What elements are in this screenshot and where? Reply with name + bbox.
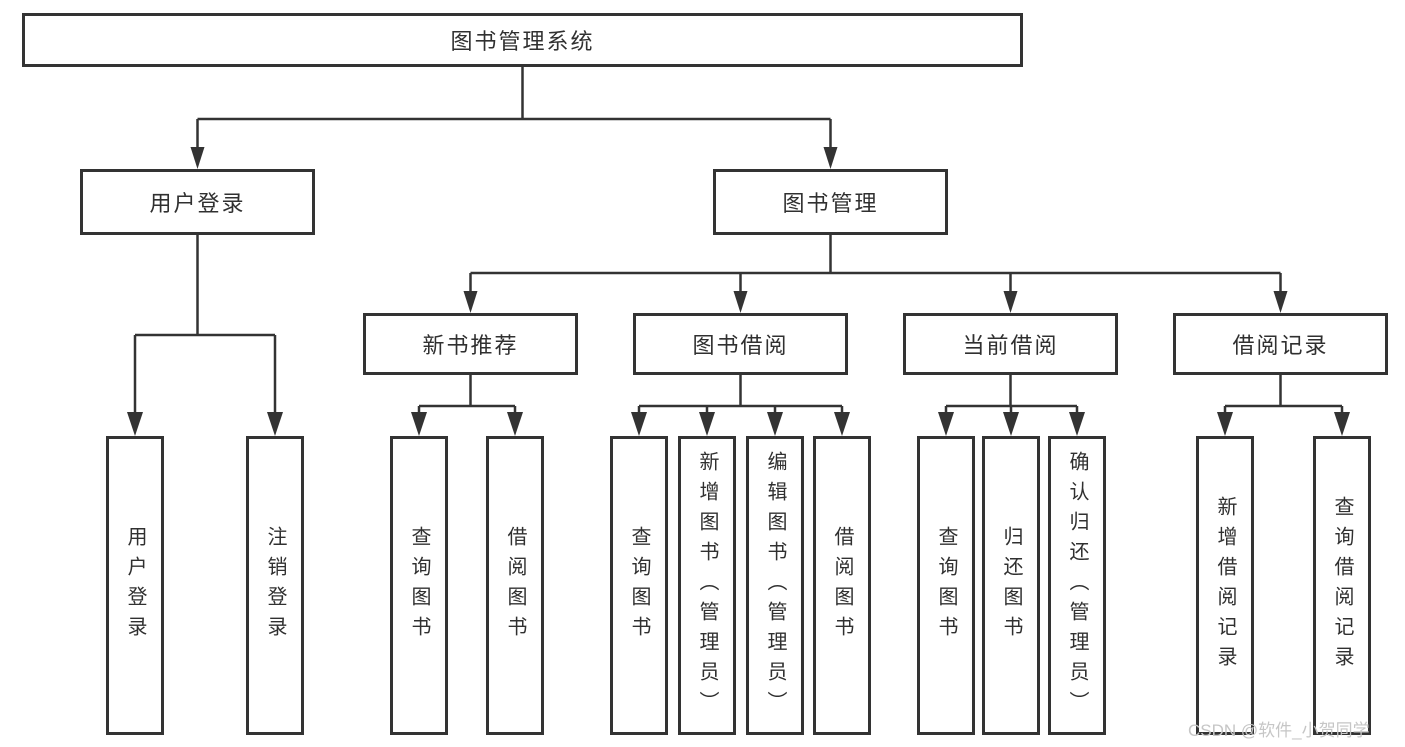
node-label: 查询图书 bbox=[408, 525, 430, 646]
node-leaf-bb-edit-books-admin: 编辑图书（管理员） bbox=[746, 436, 804, 735]
node-label: 用户登录 bbox=[149, 191, 246, 216]
node-leaf-user-login: 用户登录 bbox=[106, 436, 164, 735]
node-label: 查询图书 bbox=[935, 525, 957, 646]
node-borrow-records: 借阅记录 bbox=[1173, 313, 1388, 375]
node-leaf-br-query-record: 查询借阅记录 bbox=[1313, 436, 1371, 735]
node-label: 查询图书 bbox=[628, 525, 650, 646]
node-label: 新增借阅记录 bbox=[1214, 495, 1236, 676]
node-leaf-bb-query-books: 查询图书 bbox=[610, 436, 668, 735]
node-label: 图书管理系统 bbox=[450, 29, 595, 54]
node-label: 图书管理 bbox=[782, 191, 879, 216]
watermark: CSDN @软件_小贺同学 bbox=[1188, 721, 1370, 740]
node-leaf-cb-confirm-return-admin: 确认归还（管理员） bbox=[1048, 436, 1106, 735]
node-label: 新增图书（管理员） bbox=[696, 450, 718, 721]
node-label: 归还图书 bbox=[1000, 525, 1022, 646]
node-leaf-nb-query-books: 查询图书 bbox=[390, 436, 448, 735]
node-leaf-bb-add-books-admin: 新增图书（管理员） bbox=[678, 436, 736, 735]
node-book-borrowing: 图书借阅 bbox=[633, 313, 848, 375]
node-leaf-cb-query-books: 查询图书 bbox=[917, 436, 975, 735]
node-new-book-recommend: 新书推荐 bbox=[363, 313, 578, 375]
node-leaf-nb-borrow-books: 借阅图书 bbox=[486, 436, 544, 735]
node-label: 注销登录 bbox=[264, 525, 286, 646]
node-label: 确认归还（管理员） bbox=[1066, 450, 1088, 721]
node-label: 借阅记录 bbox=[1232, 333, 1329, 358]
node-label: 借阅图书 bbox=[504, 525, 526, 646]
node-label: 当前借阅 bbox=[962, 333, 1059, 358]
node-user-login: 用户登录 bbox=[80, 169, 315, 235]
node-current-borrowing: 当前借阅 bbox=[903, 313, 1118, 375]
node-label: 借阅图书 bbox=[831, 525, 853, 646]
node-book-management: 图书管理 bbox=[713, 169, 948, 235]
node-library-management-system: 图书管理系统 bbox=[22, 13, 1023, 67]
node-label: 查询借阅记录 bbox=[1331, 495, 1353, 676]
connector-lines bbox=[133, 67, 1344, 416]
arrowheads bbox=[127, 147, 1350, 436]
node-label: 用户登录 bbox=[124, 525, 146, 646]
node-leaf-cb-return-books: 归还图书 bbox=[982, 436, 1040, 735]
node-leaf-br-add-record: 新增借阅记录 bbox=[1196, 436, 1254, 735]
node-label: 编辑图书（管理员） bbox=[764, 450, 786, 721]
node-leaf-bb-borrow-books: 借阅图书 bbox=[813, 436, 871, 735]
node-label: 图书借阅 bbox=[692, 333, 789, 358]
node-label: 新书推荐 bbox=[422, 333, 519, 358]
node-leaf-logout-login: 注销登录 bbox=[246, 436, 304, 735]
